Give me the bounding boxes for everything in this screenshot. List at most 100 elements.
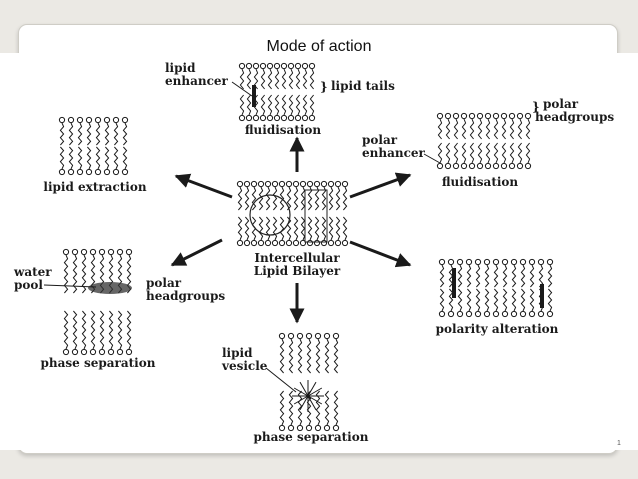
lipid-molecule-center	[236, 216, 244, 247]
lipid-molecule-right	[465, 258, 473, 288]
lipid-molecule-top-right	[516, 112, 524, 140]
lipid-molecule-top-left	[94, 116, 102, 146]
lipid-molecule-top	[287, 62, 295, 90]
lipid-molecule-right	[492, 258, 500, 288]
lipid-bilayer-drawings	[58, 62, 554, 432]
lipid-molecule-right	[492, 288, 500, 318]
top-label-enhancer: enhancer	[165, 74, 229, 88]
lipid-molecule-top	[294, 62, 302, 90]
lipid-molecule-right	[501, 258, 509, 288]
lipid-molecule-top	[280, 94, 288, 122]
center-vesicle-icon	[249, 194, 291, 236]
lipid-molecule-top-right	[468, 142, 476, 170]
lipid-molecule-top	[287, 94, 295, 122]
lipid-molecule-right	[528, 258, 536, 288]
lipid-molecule-center	[264, 216, 272, 247]
lipid-molecule-top-right	[484, 112, 492, 140]
lipid-molecule-top	[301, 94, 309, 122]
lipid-molecule-right	[546, 288, 554, 318]
lipid-molecule-left	[116, 310, 124, 356]
bottom-pointer-line	[265, 367, 297, 393]
lipid-molecule-center	[243, 180, 251, 211]
top-right-label-polar: polar	[543, 97, 579, 111]
lipid-molecule-top-left	[85, 116, 93, 146]
lipid-molecule-right	[546, 258, 554, 288]
lipid-molecule-bottom	[296, 390, 304, 432]
lipid-molecule-right	[483, 258, 491, 288]
bottom-label-lipid: lipid	[222, 346, 253, 360]
lipid-molecule-right	[438, 288, 446, 318]
top-brace: }	[320, 80, 328, 94]
lipid-molecule-right	[519, 288, 527, 318]
lipid-molecule-top-left	[76, 146, 84, 176]
lipid-molecule-bottom	[287, 332, 295, 374]
top-pointer-line	[231, 81, 253, 97]
slide-page-number: 1	[617, 440, 621, 447]
lipid-molecule-top-right	[452, 142, 460, 170]
lipid-molecule-right	[528, 288, 536, 318]
lipid-molecule-center	[327, 180, 335, 211]
top-right-label-polar-enh: polar	[362, 133, 398, 147]
top-caption: fluidisation	[245, 123, 322, 137]
lipid-molecule-bottom	[278, 390, 286, 432]
lipid-molecule-top-right	[444, 142, 452, 170]
lipid-molecule-top-right	[476, 142, 484, 170]
lipid-molecule-top-left	[67, 146, 75, 176]
lipid-molecule-center	[306, 180, 314, 211]
lipid-molecule-right	[456, 258, 464, 288]
lipid-molecule-center	[236, 180, 244, 211]
lipid-molecule-top-left	[103, 146, 111, 176]
lipid-molecule-top-right	[452, 112, 460, 140]
lipid-molecule-top-left	[58, 116, 66, 146]
lipid-molecule-center	[313, 180, 321, 211]
lipid-molecule-top-right	[436, 142, 444, 170]
polar-enhancer-molecule	[452, 268, 456, 298]
lipid-molecule-center	[264, 180, 272, 211]
lipid-molecule-left	[80, 310, 88, 356]
lipid-molecule-center	[320, 180, 328, 211]
lipid-molecule-top	[266, 62, 274, 90]
bottom-caption: phase separation	[254, 430, 369, 444]
lipid-molecule-top	[259, 94, 267, 122]
lipid-molecule-top	[259, 62, 267, 90]
center-label-line2: Lipid Bilayer	[254, 264, 341, 278]
lipid-vesicle-icon	[292, 380, 324, 412]
lipid-molecule-top-left	[112, 146, 120, 176]
lipid-molecule-right	[519, 258, 527, 288]
lipid-molecule-bottom	[332, 332, 340, 374]
lipid-molecule-left	[89, 310, 97, 356]
lipid-molecule-top-right	[436, 112, 444, 140]
lipid-molecule-bottom	[323, 332, 331, 374]
lipid-molecule-center	[320, 216, 328, 247]
lipid-molecule-center	[250, 180, 258, 211]
lipid-molecule-right	[438, 258, 446, 288]
lipid-molecule-left	[62, 248, 70, 294]
lipid-molecule-center	[341, 180, 349, 211]
lipid-molecule-top-right	[476, 112, 484, 140]
lipid-molecule-bottom	[305, 332, 313, 374]
lipid-molecule-top-left	[103, 116, 111, 146]
lipid-molecule-top-right	[492, 112, 500, 140]
lipid-molecule-center	[243, 216, 251, 247]
left-caption: phase separation	[41, 356, 156, 370]
lipid-molecule-top-right	[500, 112, 508, 140]
top-right-label-headgroups: headgroups	[535, 110, 614, 124]
lipid-molecule-top-right	[500, 142, 508, 170]
left-label-water: water	[13, 265, 52, 279]
lipid-molecule-bottom	[314, 332, 322, 374]
water-pool-region	[88, 282, 132, 294]
lipid-enhancer-molecule	[252, 85, 256, 107]
lipid-molecule-right	[501, 288, 509, 318]
lipid-molecule-right	[474, 288, 482, 318]
lipid-molecule-bottom	[296, 332, 304, 374]
center-label-line1: Intercellular	[254, 251, 340, 265]
top-right-caption: fluidisation	[442, 175, 519, 189]
lipid-molecule-bottom	[287, 390, 295, 432]
lipid-molecule-top	[273, 94, 281, 122]
lipid-molecule-top-left	[121, 146, 129, 176]
lipid-molecule-top-left	[94, 146, 102, 176]
lipid-molecule-center	[334, 180, 342, 211]
bottom-label-vesicle: vesicle	[221, 359, 268, 373]
lipid-molecule-center	[341, 216, 349, 247]
lipid-molecule-center	[278, 180, 286, 211]
